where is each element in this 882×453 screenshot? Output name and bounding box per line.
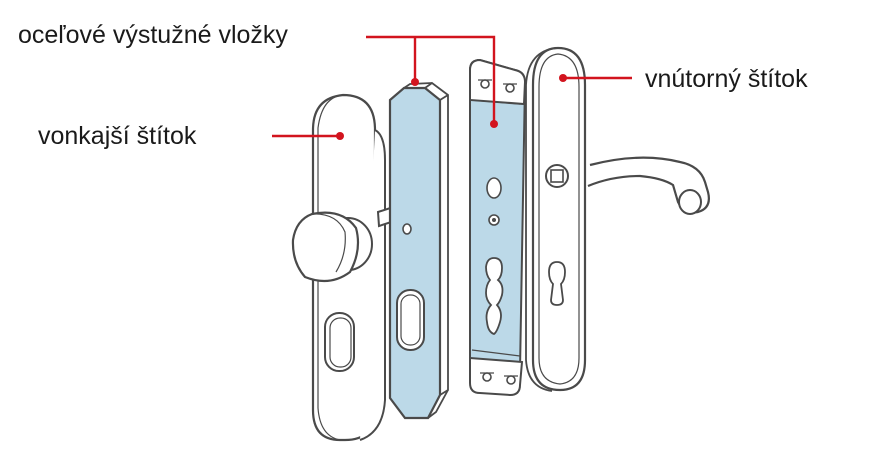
outer-plate-label: vonkajší štítok	[38, 122, 197, 150]
steel-insert-back	[469, 58, 527, 397]
leader-dots	[336, 74, 567, 140]
leader-lines	[272, 35, 632, 138]
outer-plate	[291, 93, 386, 442]
insert-spindle-hole	[402, 223, 412, 235]
inner-plate-label: vnútorný štítok	[645, 65, 808, 93]
knob	[291, 211, 373, 283]
inner-spindle-socket	[545, 164, 569, 188]
leader-dot-inner-plate	[559, 74, 567, 82]
insert-cylinder-hole	[396, 289, 425, 351]
leader-dot-front-insert	[411, 78, 419, 86]
outer-cylinder-hole	[324, 312, 355, 372]
insert-top-tab	[469, 58, 527, 106]
inner-plate	[525, 46, 710, 392]
steel-insert-front	[388, 81, 449, 420]
inner-cylinder-hole	[548, 261, 566, 306]
insert-bottom-tab	[469, 356, 524, 397]
leader-steel-inserts	[366, 35, 496, 124]
leader-dot-outer-plate	[336, 132, 344, 140]
steel-inserts-label: oceľové výstužné vložky	[18, 21, 288, 49]
leader-dot-back-insert	[490, 120, 498, 128]
